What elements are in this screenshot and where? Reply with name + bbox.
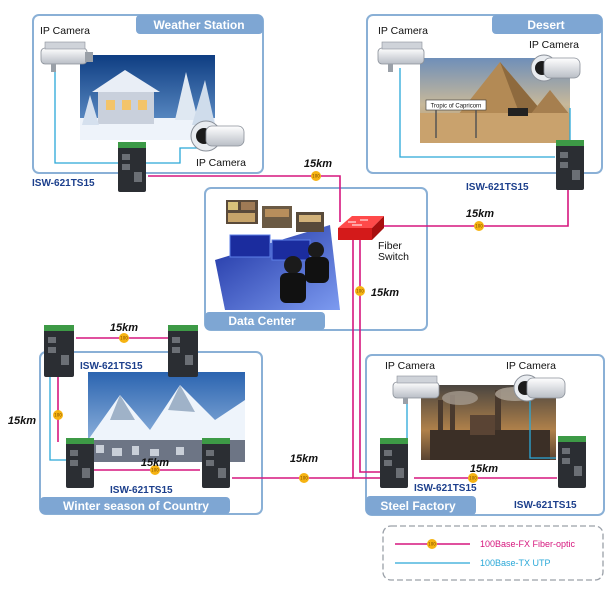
ip-camera-icon <box>40 41 93 72</box>
legend-fiber-label: 100Base-FX Fiber-optic <box>480 539 576 549</box>
steel-camera-2-label: IP Camera <box>506 360 556 372</box>
ip-camera-icon <box>392 375 440 404</box>
desert-camera-1-label: IP Camera <box>378 25 428 37</box>
svg-text:100: 100 <box>356 289 364 294</box>
distance-desert: 15km <box>466 208 494 220</box>
snowy-house-image <box>80 55 215 140</box>
legend-utp-label: 100Base-TX UTP <box>480 558 551 568</box>
steel-switch-left-label: ISW-621TS15 <box>414 483 477 494</box>
fiber-switch-label-1: Fiber <box>378 240 402 252</box>
steel-switch-right-label: ISW-621TS15 <box>514 500 577 511</box>
badge-winter-left: 100 <box>53 410 63 420</box>
industrial-switch-icon <box>202 438 230 488</box>
distance-winter-left: 15km <box>8 415 36 427</box>
distance-steel: 15km <box>470 463 498 475</box>
legend: 100 100Base-FX Fiber-optic 100Base-TX UT… <box>382 525 604 581</box>
distance-winter-top: 15km <box>110 322 138 334</box>
tropic-sign-text: Tropic of Capricorn <box>431 104 482 110</box>
badge-winter-steel: 100 <box>299 473 309 483</box>
fiber-switch-label-2: Switch <box>378 251 409 263</box>
svg-text:100: 100 <box>475 224 483 229</box>
desert-camera-2-label: IP Camera <box>529 39 579 51</box>
badge-desert: 100 <box>474 221 484 231</box>
ip-camera-icon <box>377 41 425 72</box>
distance-winter-bottom: 15km <box>141 457 169 469</box>
svg-text:100: 100 <box>469 476 477 481</box>
svg-text:100: 100 <box>151 468 159 473</box>
data-center-title: Data Center <box>228 314 296 328</box>
industrial-switch-icon <box>556 140 584 190</box>
distance-winter-steel: 15km <box>290 453 318 465</box>
badge-winter-bottom: 100 <box>150 465 160 475</box>
badge-datacenter: 100 <box>355 286 365 296</box>
distance-datacenter: 15km <box>371 287 399 299</box>
ip-camera-icon <box>513 374 566 402</box>
industrial-switch-icon <box>118 142 146 192</box>
winter-switch-bottom-label: ISW-621TS15 <box>110 485 173 496</box>
industrial-switch-icon <box>558 436 586 488</box>
svg-text:100: 100 <box>120 336 128 341</box>
fiber-switch-icon <box>338 216 384 240</box>
ip-camera-icon <box>190 120 245 152</box>
badge-weather: 100 <box>311 171 321 181</box>
industrial-switch-icon <box>168 325 198 377</box>
desert-switch-label: ISW-621TS15 <box>466 182 529 193</box>
legend-badge-icon <box>427 539 437 549</box>
desert-title: Desert <box>527 18 564 32</box>
distance-weather: 15km <box>304 158 332 170</box>
winter-switch-top-label: ISW-621TS15 <box>80 361 143 372</box>
badge-winter-top: 100 <box>119 333 129 343</box>
winter-title: Winter season of Country <box>63 499 209 513</box>
weather-camera-1-label: IP Camera <box>40 25 90 37</box>
industrial-switch-icon <box>380 438 408 488</box>
weather-switch-label: ISW-621TS15 <box>32 178 95 189</box>
industrial-switch-icon <box>66 438 94 488</box>
weather-station-title: Weather Station <box>153 18 244 32</box>
badges: 100 100 100 100 100 100 100 100 <box>53 171 484 483</box>
utp-cables <box>49 68 571 461</box>
fiber-cables <box>57 175 569 479</box>
svg-text:100: 100 <box>312 174 320 179</box>
svg-text:100: 100 <box>300 476 308 481</box>
legend-badge-text: 100 <box>428 542 436 547</box>
badge-steel: 100 <box>468 473 478 483</box>
steel-camera-1-label: IP Camera <box>385 360 435 372</box>
industrial-switch-icon <box>44 325 74 377</box>
steel-factory-title: Steel Factory <box>380 499 456 513</box>
weather-camera-2-label: IP Camera <box>196 157 246 169</box>
data-center-image <box>215 200 340 310</box>
svg-text:100: 100 <box>54 413 62 418</box>
ip-camera-icon <box>530 54 581 82</box>
